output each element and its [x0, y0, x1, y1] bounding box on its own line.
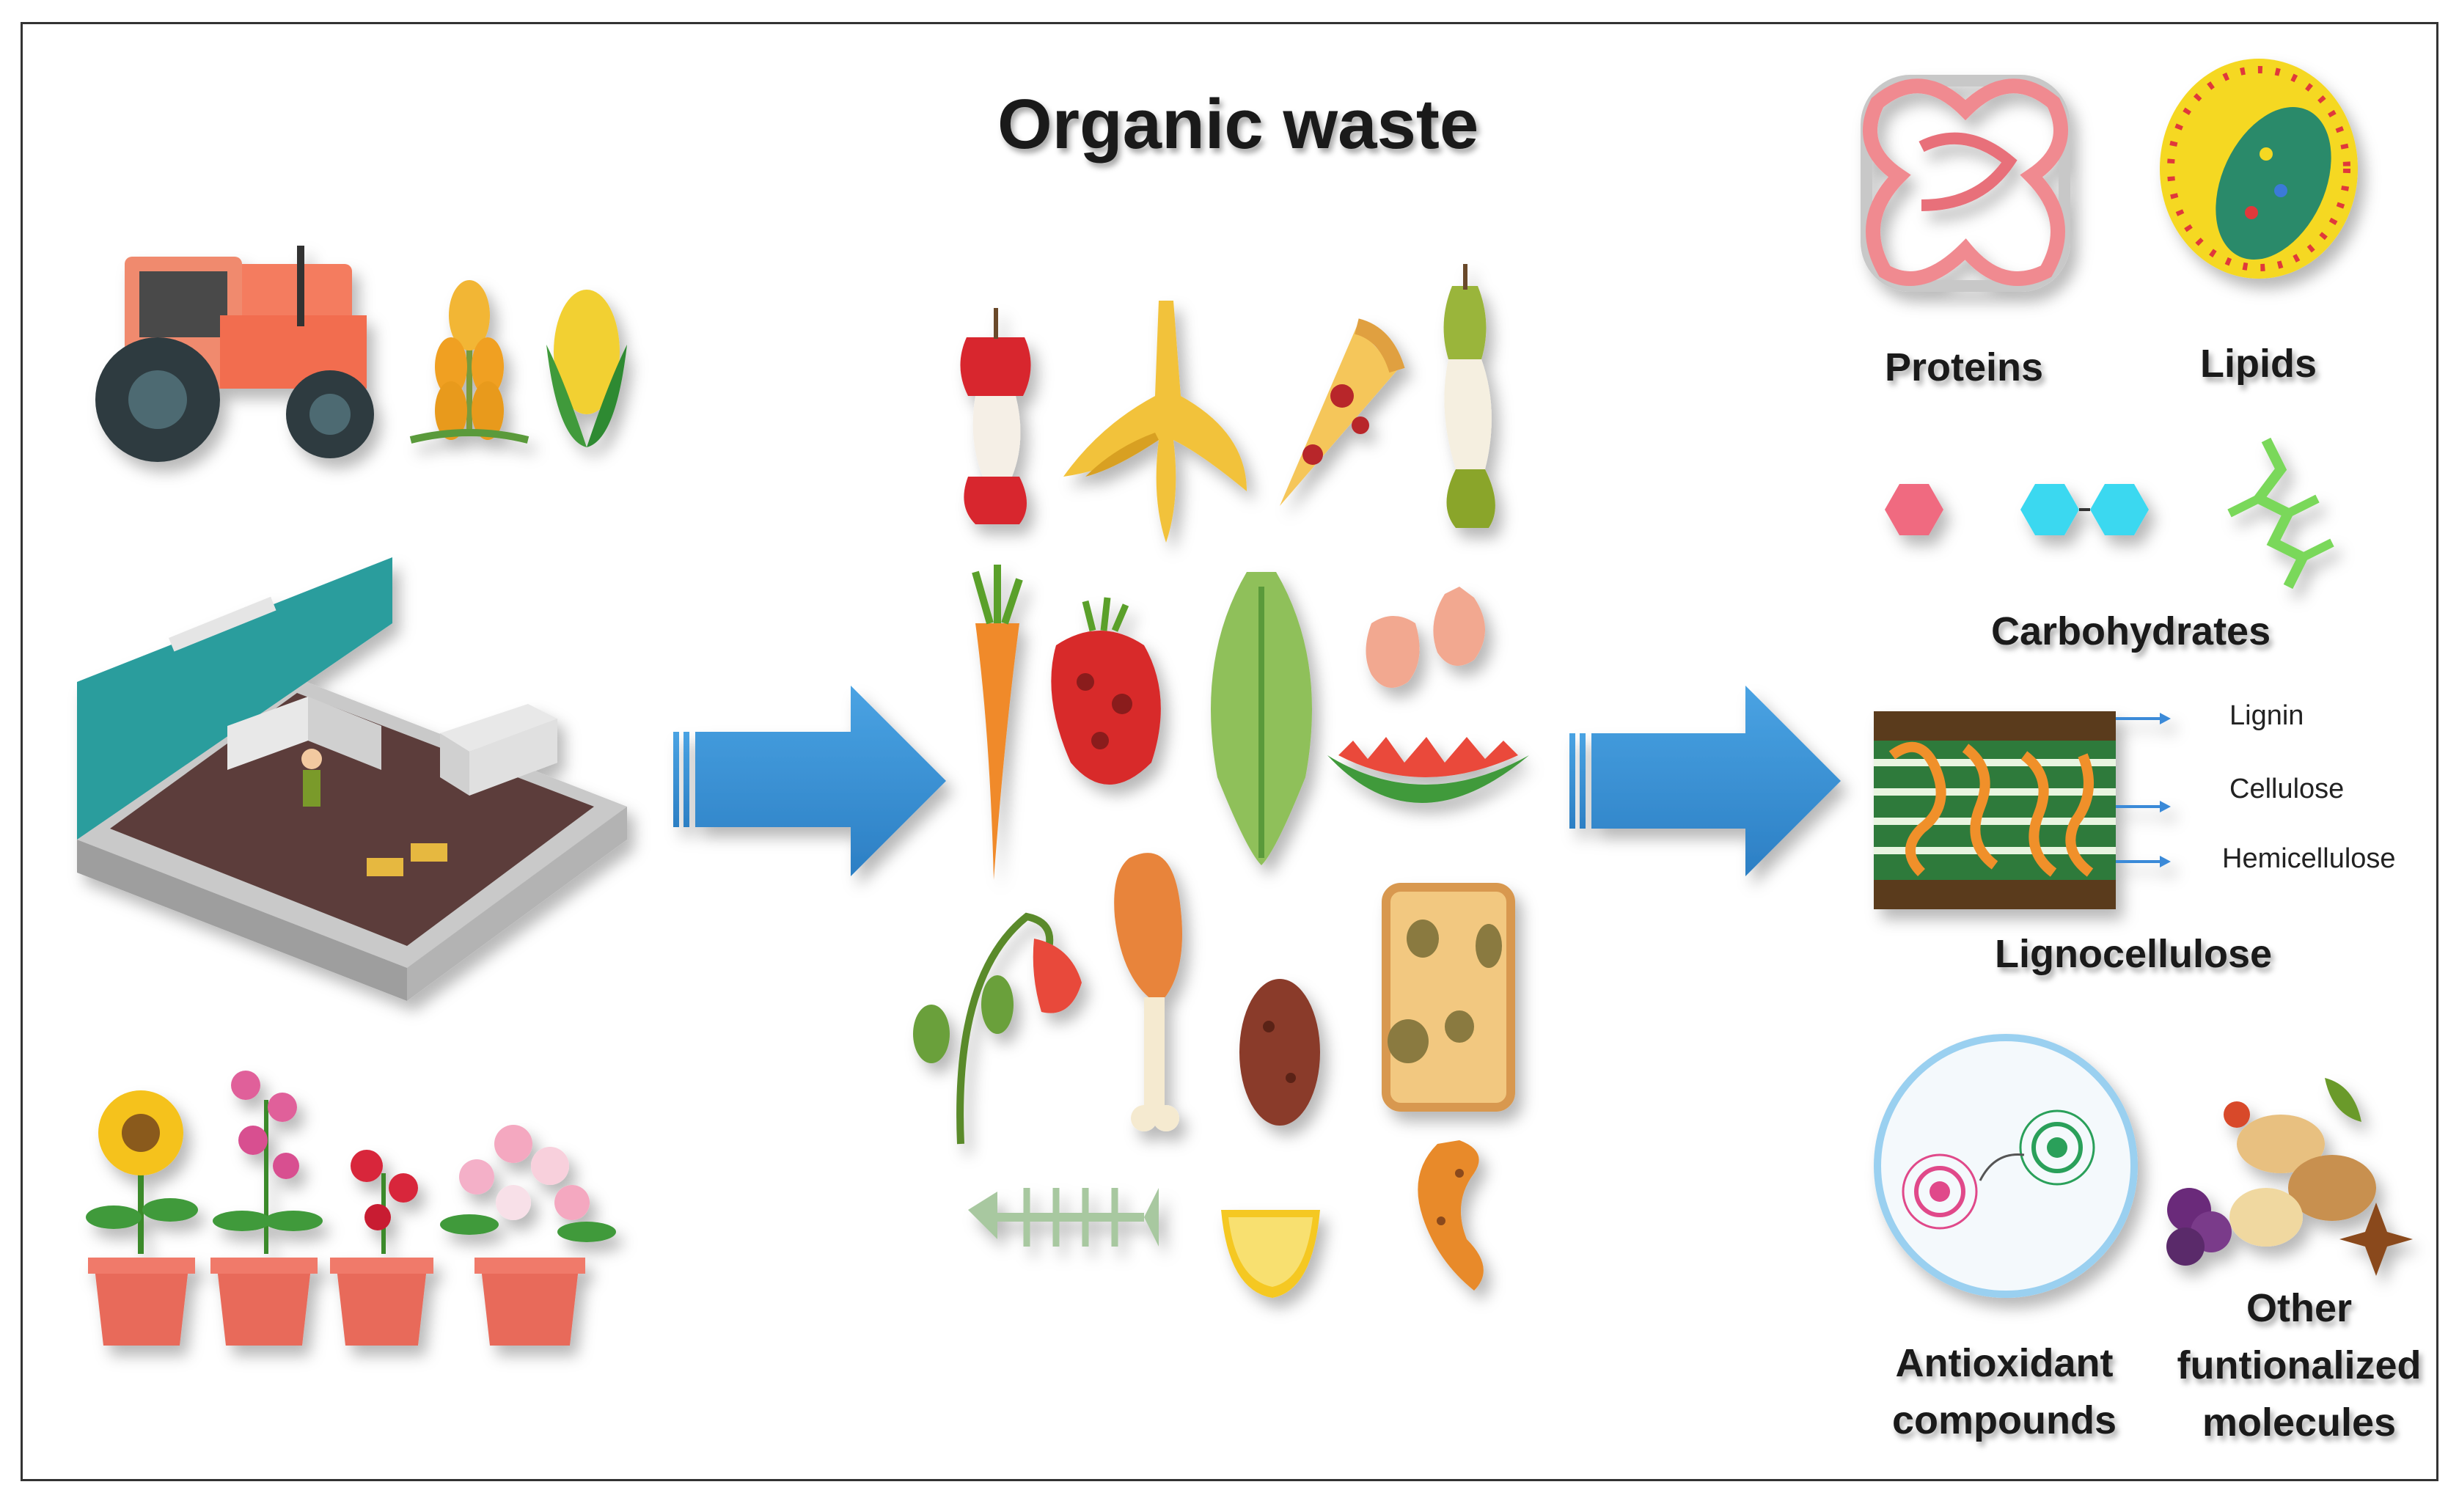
- eggshells-icon: [1366, 587, 1485, 688]
- corn-icon: [546, 290, 627, 447]
- lettuce-icon: [1211, 572, 1312, 865]
- strawberry-icon: [1051, 597, 1161, 785]
- lemon-slice-icon: [1221, 1210, 1320, 1298]
- lignocellulose-label: Lignocellulose: [1995, 932, 2273, 976]
- carbohydrates-label: Carbohydrates: [1991, 609, 2271, 653]
- cellulose-label: Cellulose: [2229, 774, 2345, 804]
- carbohydrate-molecules-icon: [1885, 437, 2334, 590]
- lipids-label: Lipids: [2200, 342, 2317, 386]
- antioxidant-label: Antioxidant compounds: [1892, 1335, 2117, 1449]
- other-molecules-label-line3: molecules: [2202, 1401, 2397, 1445]
- potato-icon: [1239, 979, 1320, 1126]
- fish-bone-icon: [968, 1188, 1159, 1247]
- proteins-label: Proteins: [1885, 345, 2044, 389]
- antioxidant-cell-icon: [1874, 1034, 2138, 1298]
- left-arrow: [673, 686, 946, 876]
- other-molecules-label: Other funtionalized molecules: [2167, 1280, 2431, 1451]
- lignin-label: Lignin: [2229, 700, 2304, 731]
- antioxidant-label-line1: Antioxidant: [1895, 1341, 2114, 1385]
- chicken-leg-icon: [1114, 853, 1182, 1131]
- pear-core-icon: [1443, 264, 1495, 528]
- page-title: Organic waste: [997, 85, 1479, 164]
- banana-peel-icon: [1063, 301, 1247, 543]
- other-molecules-icon: [2166, 1078, 2413, 1276]
- antioxidant-label-line2: compounds: [1892, 1398, 2117, 1442]
- hemicellulose-label: Hemicellulose: [2222, 843, 2396, 874]
- right-arrow: [1569, 686, 1841, 876]
- lignocellulose-structure-icon: [1874, 711, 2171, 909]
- carrot-icon: [972, 565, 1023, 880]
- pizza-slice-icon: [1280, 318, 1405, 506]
- bread-slice-icon: [1382, 883, 1515, 1112]
- watermelon-rind-icon: [1327, 737, 1529, 803]
- flower-pots-icon: [86, 1071, 616, 1346]
- orange-peel-icon: [1418, 1140, 1484, 1291]
- lipid-vesicle-icon: [2160, 59, 2358, 279]
- protein-structure-icon: [1861, 75, 2070, 292]
- tractor-icon: [95, 246, 374, 462]
- wheat-icon: [409, 280, 529, 444]
- wilted-flower-icon: [913, 912, 1082, 1145]
- other-molecules-label-line2: funtionalized: [2177, 1343, 2422, 1387]
- apple-core-icon: [960, 308, 1031, 524]
- factory-icon: [77, 557, 627, 1001]
- other-molecules-label-line1: Other: [2246, 1286, 2353, 1330]
